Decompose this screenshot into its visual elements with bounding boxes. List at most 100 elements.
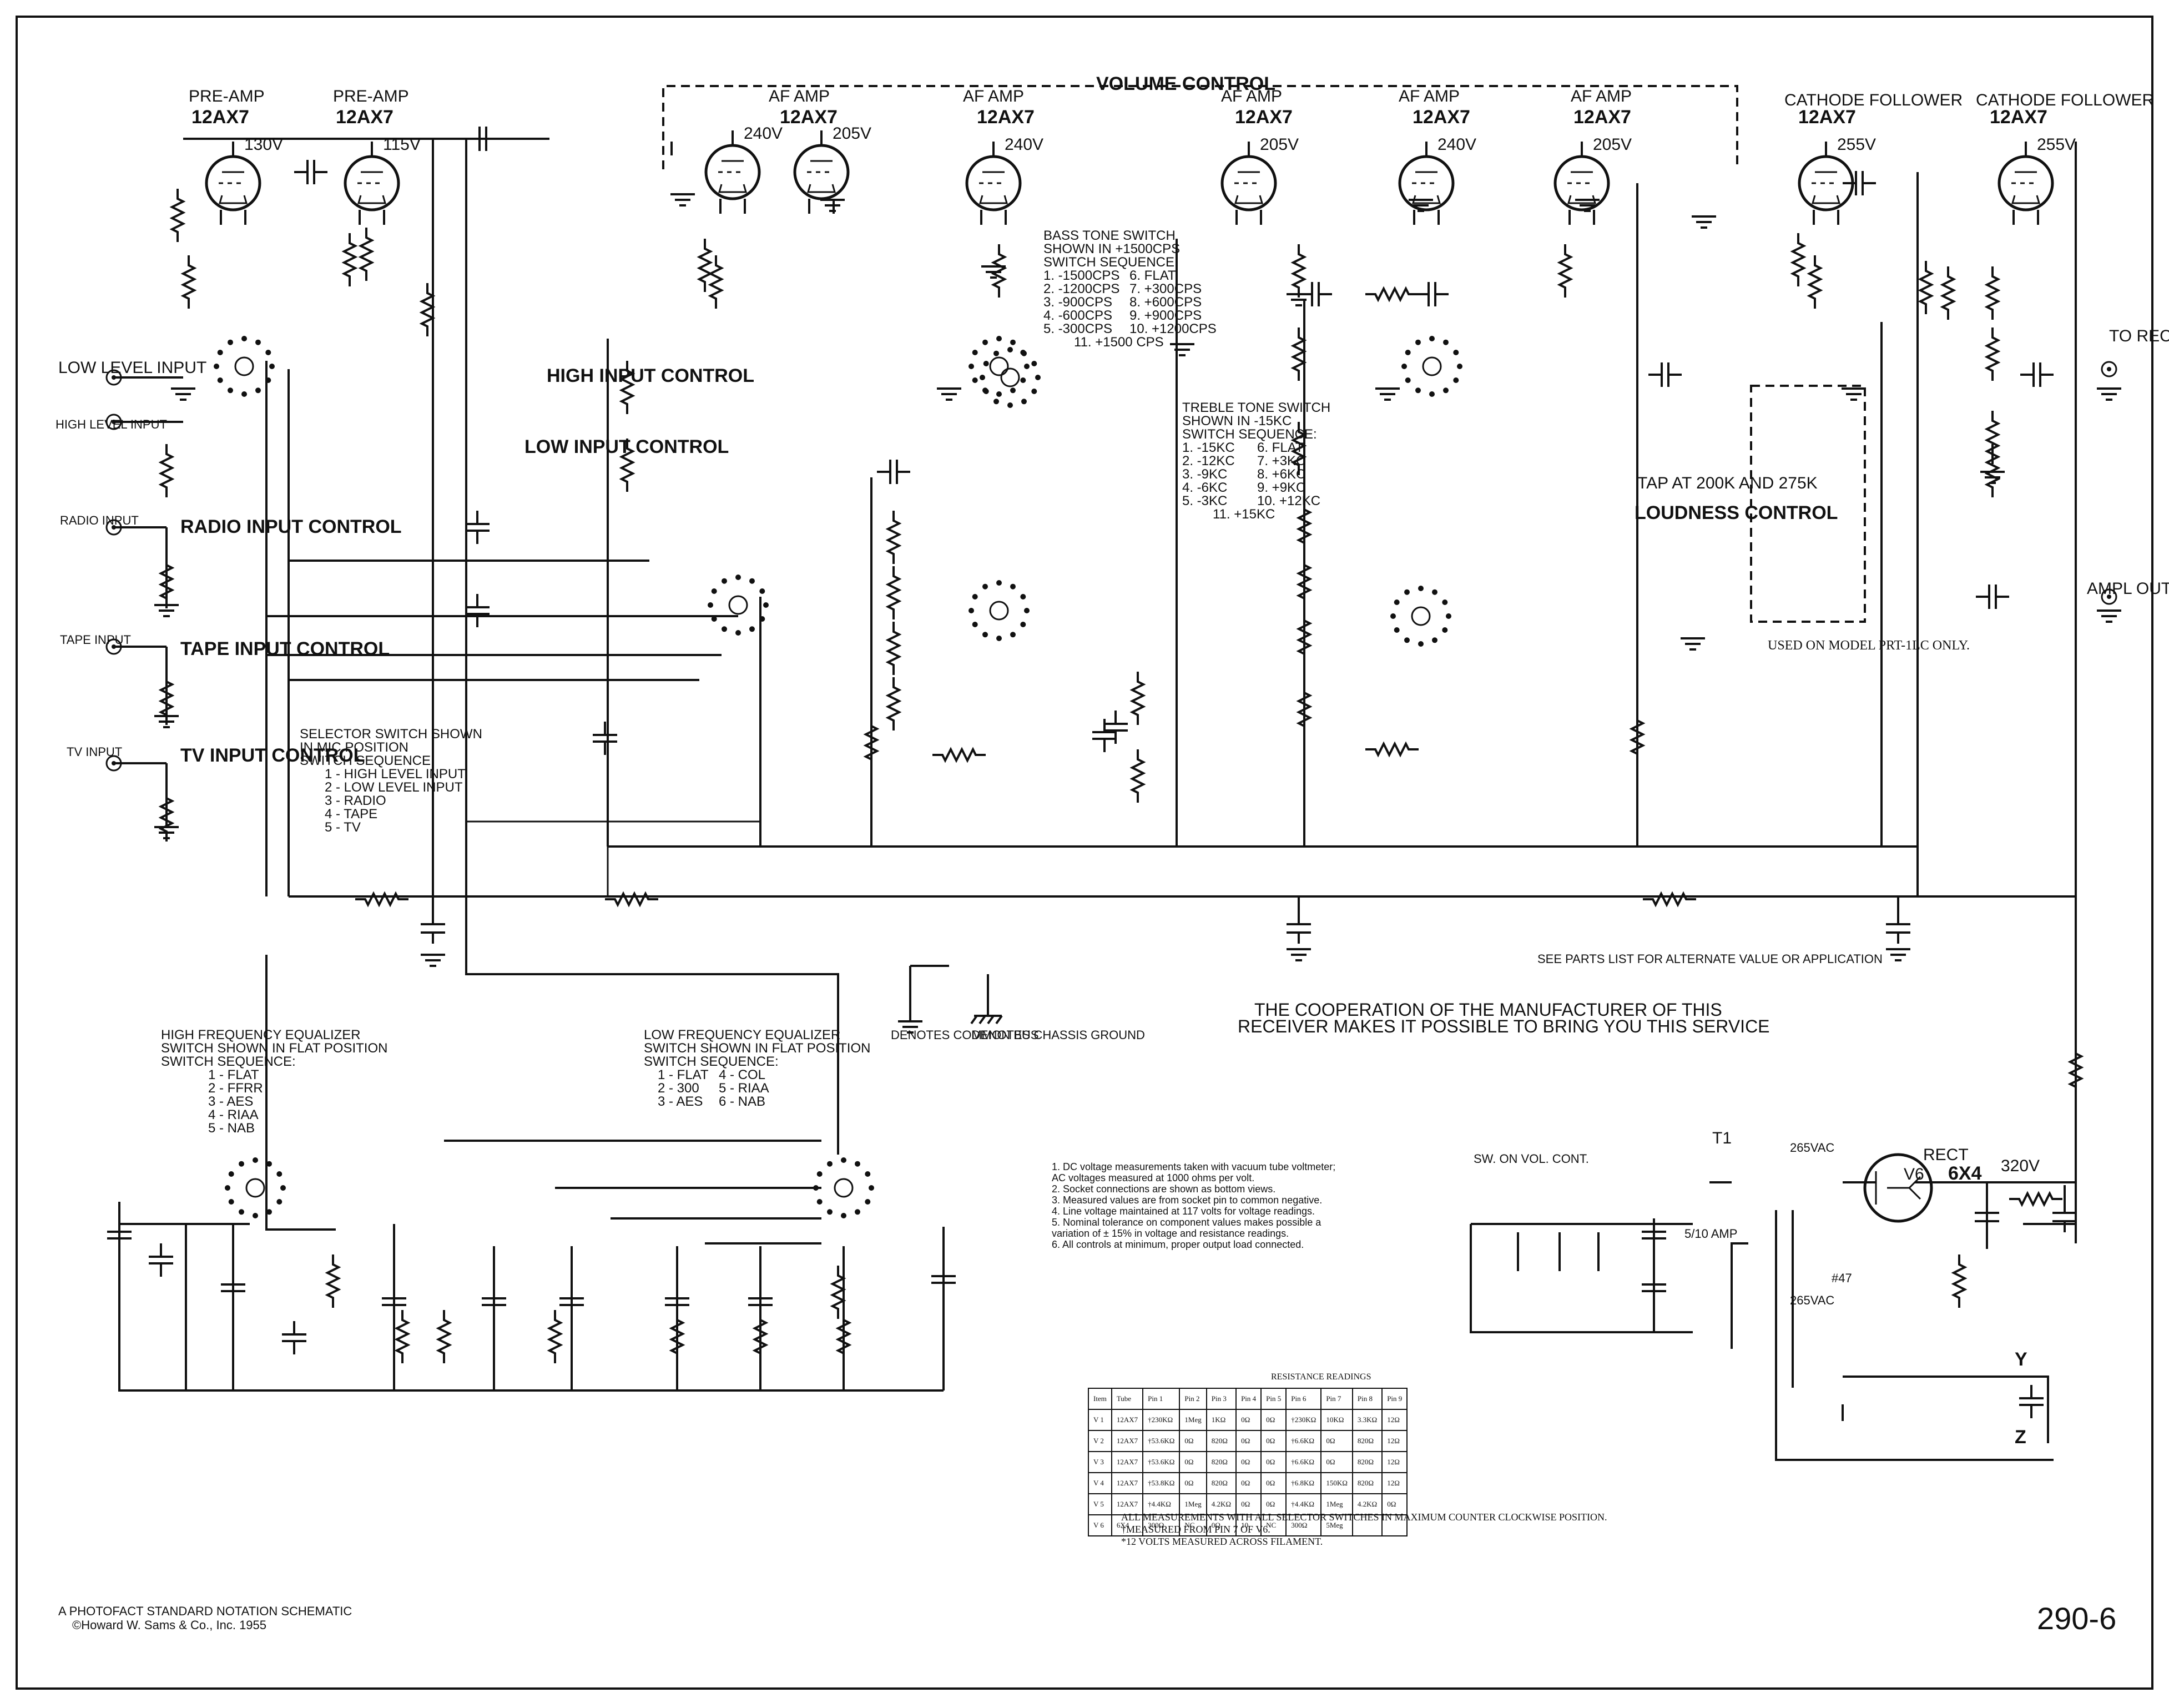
rotary-switch [214, 336, 275, 397]
resistor [1298, 682, 1311, 737]
table-cell: 1Meg [1320, 1493, 1353, 1515]
svg-text:SWITCH SEQUENCE:: SWITCH SEQUENCE: [1043, 255, 1178, 270]
plate-voltage: 240V [1437, 135, 1476, 154]
svg-text:Z: Z [2015, 1427, 2026, 1448]
svg-text:3 - RADIO: 3 - RADIO [325, 793, 386, 808]
table-cell: 1KΩ [1205, 1409, 1237, 1431]
resistor [171, 188, 184, 243]
capacitor [2019, 1385, 2044, 1418]
plate-voltage: 205V [1260, 135, 1299, 154]
svg-text:6. All controls at minimum, pr: 6. All controls at minimum, proper outpu… [1052, 1239, 1304, 1250]
table-cell: NC [1179, 1514, 1207, 1536]
rotary-switch [980, 347, 1041, 408]
treble-switch-block: TREBLE TONE SWITCH SHOWN IN -15KC SWITCH… [1182, 400, 1330, 522]
resistor [1986, 326, 1999, 382]
resistor [831, 1264, 845, 1320]
radio-input-control: RADIO INPUT CONTROL [180, 516, 402, 537]
rotary-switch [969, 336, 1030, 397]
table-cell: 300Ω [1142, 1514, 1181, 1536]
heading-v3a-type: 12AX7 [977, 107, 1035, 128]
tube-v1b: 115V [344, 135, 421, 225]
heading-v1a-function: PRE-AMP [189, 87, 265, 105]
resistor [698, 238, 712, 293]
ground-symbol [980, 265, 1007, 279]
tube-v2a: 240V [704, 124, 783, 214]
ground-symbol [1885, 948, 1911, 961]
ground-symbol [1169, 343, 1196, 356]
input-labels: LOW LEVEL INPUT HIGH LEVEL INPUT RADIO I… [56, 327, 2169, 766]
resistor [1131, 748, 1144, 804]
electrolytic-capacitor [1975, 1185, 1999, 1232]
electrolytic-capacitor [421, 896, 445, 944]
svg-text:6. FLAT: 6. FLAT [1129, 268, 1176, 283]
table-cell: †53.6KΩ [1142, 1451, 1181, 1473]
table-cell: 3.3KΩ [1351, 1409, 1383, 1431]
resistance-table-title: RESISTANCE READINGS [1271, 1372, 1371, 1382]
table-cell: 12Ω [1381, 1451, 1408, 1473]
heading-v4a-function: AF AMP [1399, 87, 1460, 105]
lf-equalizer-block: LOW FREQUENCY EQUALIZER SWITCH SHOWN IN … [644, 1027, 870, 1109]
svg-text:SWITCH SEQUENCE:: SWITCH SEQUENCE: [644, 1054, 779, 1069]
table-cell: 10 [1235, 1514, 1262, 1536]
svg-text:3 - AES: 3 - AES [658, 1094, 703, 1109]
svg-text:5 - NAB: 5 - NAB [208, 1121, 255, 1136]
volume-control-label: VOLUME CONTROL [1096, 73, 1275, 94]
svg-text:7. +3KC: 7. +3KC [1257, 454, 1305, 468]
svg-text:320V: 320V [2001, 1157, 2040, 1175]
capacitor [1092, 719, 1117, 752]
heading-v3b-function: AF AMP [1221, 87, 1282, 105]
svg-text:5 - TV: 5 - TV [325, 820, 361, 835]
ground-symbol [669, 193, 696, 206]
table-cell [1351, 1514, 1383, 1536]
low-input-control: LOW INPUT CONTROL [524, 436, 729, 457]
resistor [931, 748, 987, 762]
resistor [1986, 265, 1999, 321]
svg-text:SHOWN IN -15KC: SHOWN IN -15KC [1182, 414, 1292, 429]
capacitor [466, 127, 500, 151]
table-header-cell: Tube [1111, 1388, 1144, 1410]
input-jack [105, 369, 122, 386]
plate-voltage: 240V [744, 124, 783, 143]
svg-text:1 - FLAT: 1 - FLAT [208, 1067, 259, 1082]
svg-text:265VAC: 265VAC [1790, 1293, 1834, 1307]
svg-text:DENOTES CHASSIS GROUND: DENOTES CHASSIS GROUND [971, 1028, 1145, 1042]
svg-text:1. -1500CPS: 1. -1500CPS [1043, 268, 1119, 283]
svg-text:2 - 300: 2 - 300 [658, 1081, 699, 1096]
ground-symbol [1285, 948, 1312, 961]
capacitor [465, 594, 490, 627]
svg-text:6X4: 6X4 [1948, 1163, 1982, 1184]
svg-text:BASS TONE SWITCH: BASS TONE SWITCH [1043, 228, 1176, 243]
resistor [1558, 243, 1572, 299]
svg-text:RECT: RECT [1923, 1146, 1969, 1164]
input-jack [105, 414, 122, 430]
svg-text:HIGH FREQUENCY EQUALIZER: HIGH FREQUENCY EQUALIZER [161, 1027, 361, 1042]
heading-v2a-type: 12AX7 [780, 107, 838, 128]
bass-switch-block: BASS TONE SWITCH SHOWN IN +1500CPS SWITC… [1043, 228, 1217, 350]
svg-text:2. -1200CPS: 2. -1200CPS [1043, 281, 1119, 296]
capacitor [465, 511, 490, 544]
svg-text:7. +300CPS: 7. +300CPS [1129, 281, 1202, 296]
table-cell: 12AX7 [1111, 1493, 1144, 1515]
heading-v1b-type: 12AX7 [336, 107, 394, 128]
page-number: 290-6 [2037, 1601, 2116, 1636]
capacitor [149, 1243, 173, 1277]
table-cell: 6X4 [1111, 1514, 1144, 1536]
svg-text:4 - RIAA: 4 - RIAA [208, 1107, 259, 1122]
heading-v1b-function: PRE-AMP [333, 87, 409, 105]
heading-v5b-function: CATHODE FOLLOWER [1976, 91, 2154, 109]
resistor [437, 1309, 451, 1364]
resistor [1953, 1253, 1966, 1309]
table-cell: 1Meg [1179, 1493, 1207, 1515]
svg-text:SWITCH SEQUENCE:: SWITCH SEQUENCE: [161, 1054, 296, 1069]
input-jack [105, 638, 122, 655]
svg-text:9. +900CPS: 9. +900CPS [1129, 308, 1202, 323]
tube-v1a: 130V [205, 135, 283, 225]
tube-v3a: 240V [965, 135, 1043, 225]
footnote-3: *12 VOLTS MEASURED ACROSS FILAMENT. [1121, 1536, 1323, 1547]
tap-note: TAP AT 200K AND 275K [1637, 474, 1818, 492]
table-cell: 12AX7 [1111, 1472, 1144, 1494]
svg-text:SWITCH SHOWN IN FLAT POSITION: SWITCH SHOWN IN FLAT POSITION [161, 1041, 387, 1056]
capacitor [294, 160, 327, 184]
cooperation-line-1: THE COOPERATION OF THE MANUFACTURER OF T… [1254, 1000, 1722, 1020]
